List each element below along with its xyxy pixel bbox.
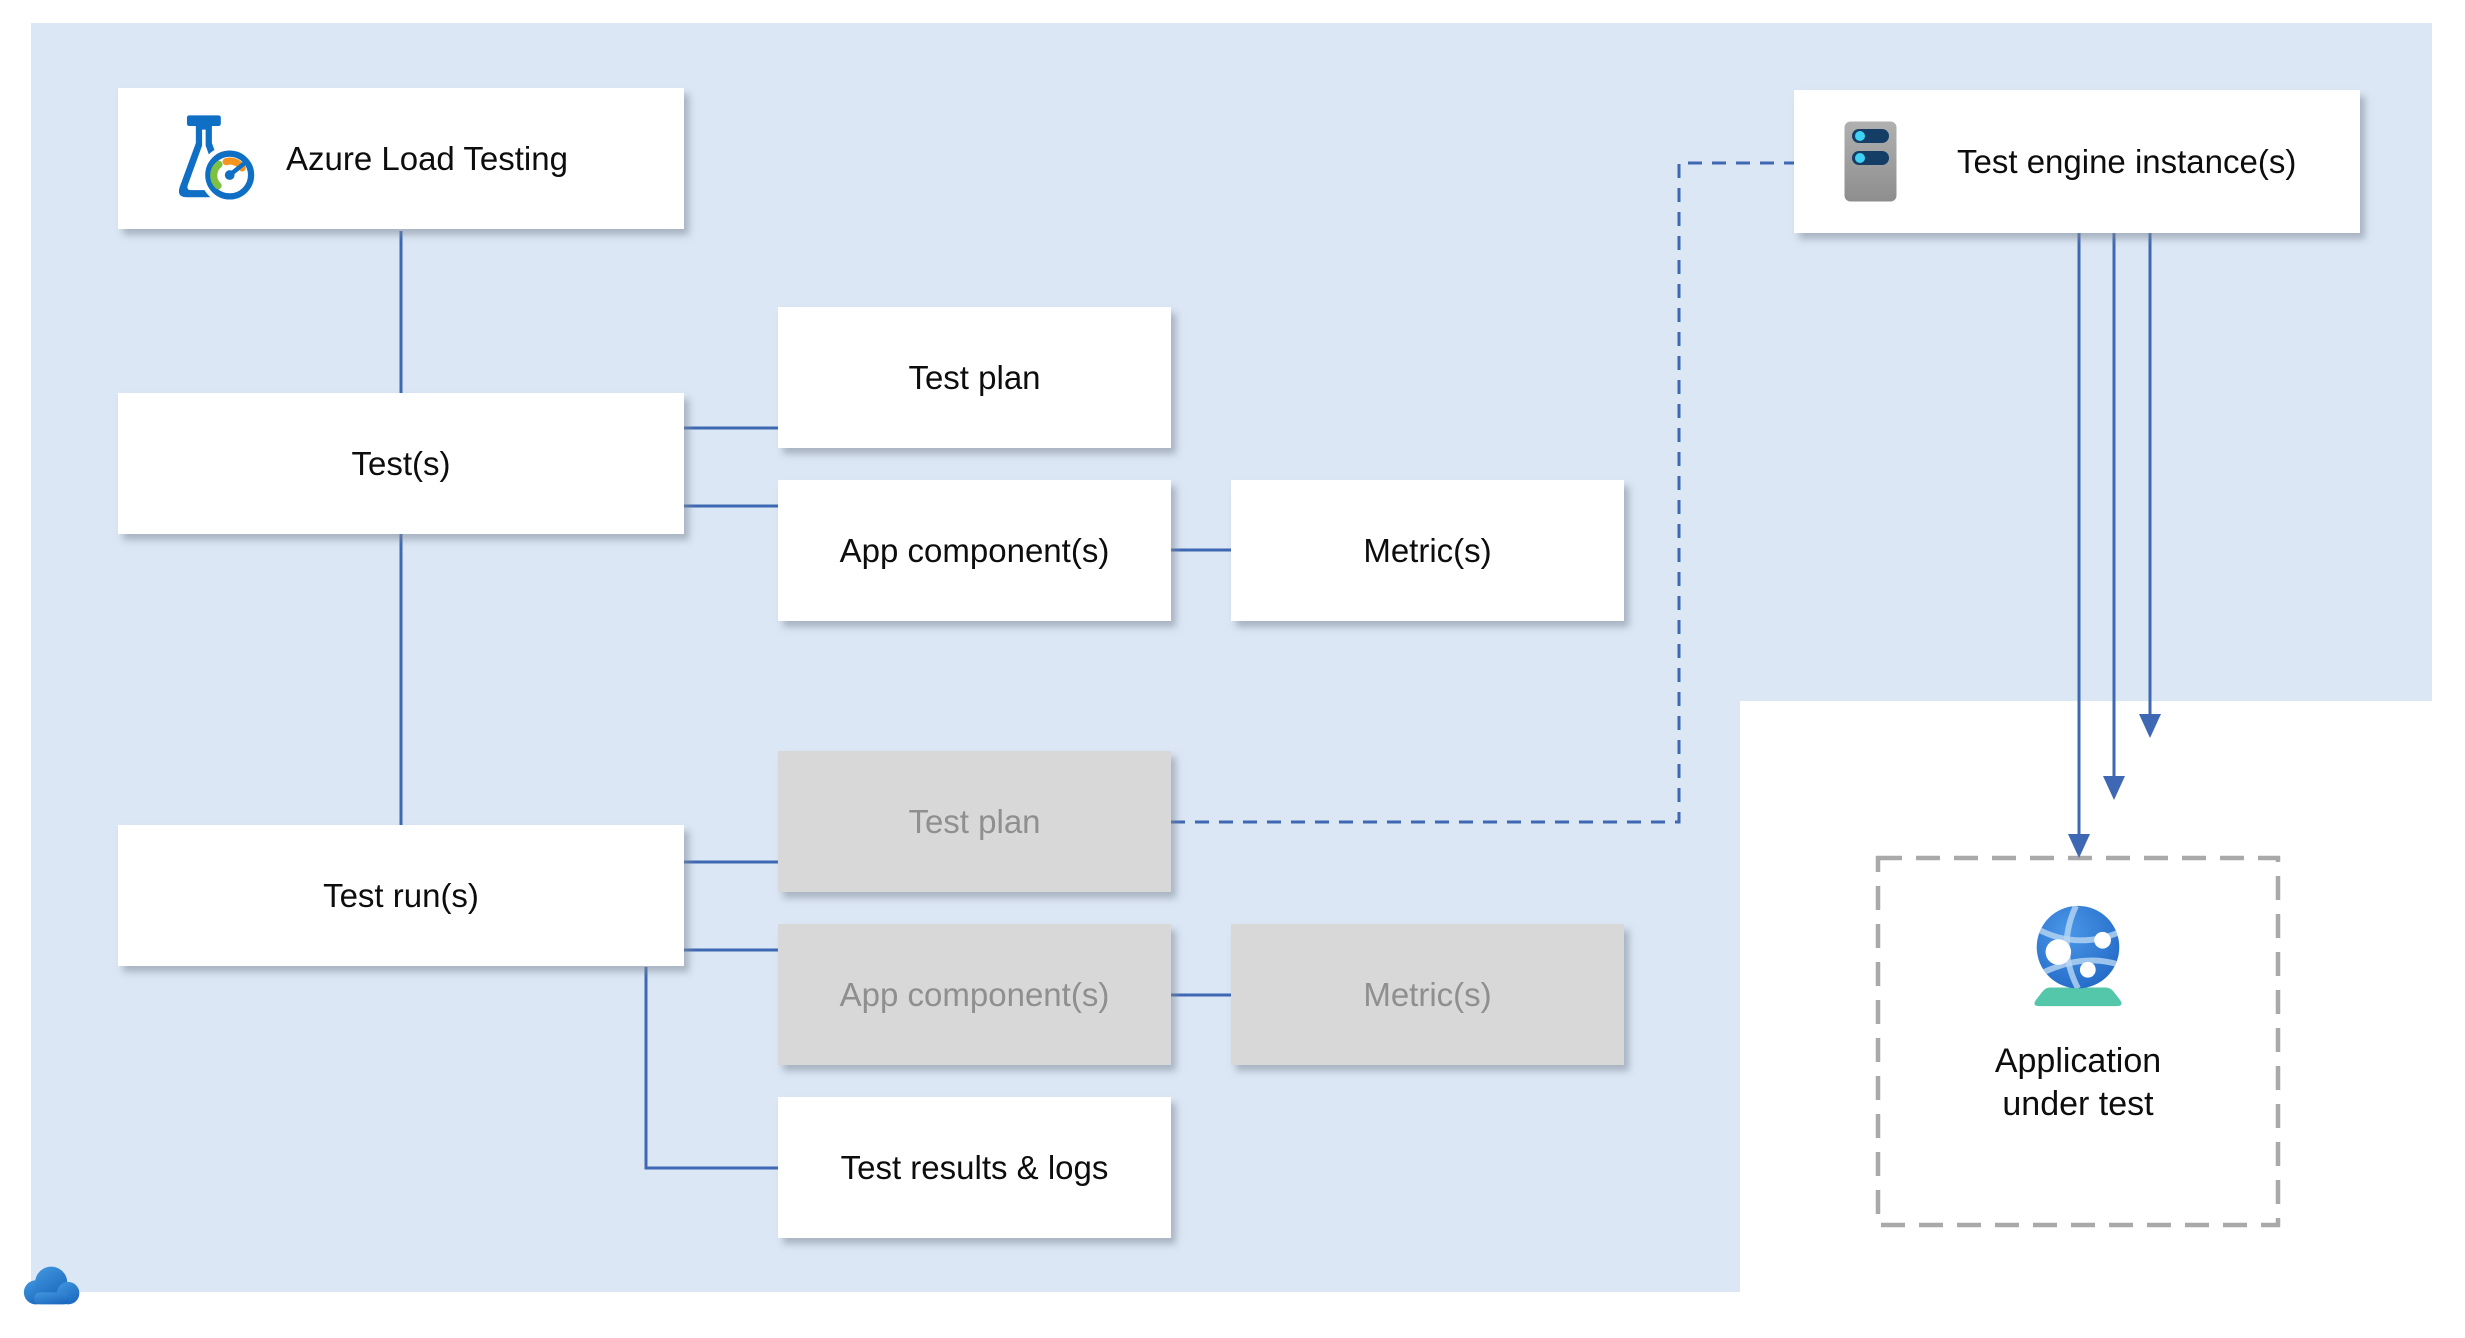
application-under-test-node: Application under test <box>1878 858 2278 1225</box>
test-engine-label: Test engine instance(s) <box>1957 142 2297 180</box>
test-runs-label: Test run(s) <box>323 876 479 914</box>
test-plan-node: Test plan <box>778 307 1171 448</box>
run-test-plan-label: Test plan <box>908 802 1041 840</box>
run-metrics-node: Metric(s) <box>1231 924 1624 1065</box>
metrics-label: Metric(s) <box>1363 531 1492 569</box>
run-app-components-label: App component(s) <box>839 975 1110 1013</box>
metrics-node: Metric(s) <box>1231 480 1624 621</box>
app-service-globe-icon <box>2034 905 2122 1007</box>
test-results-label: Test results & logs <box>840 1148 1109 1186</box>
test-plan-label: Test plan <box>908 358 1041 396</box>
run-app-components-node: App component(s) <box>778 924 1171 1065</box>
run-test-plan-node: Test plan <box>778 751 1171 892</box>
app-components-node: App component(s) <box>778 480 1171 621</box>
tests-node: Test(s) <box>118 393 684 534</box>
test-engine-node: Test engine instance(s) <box>1794 90 2360 233</box>
server-icon <box>1844 121 1897 202</box>
load-testing-icon <box>178 114 260 204</box>
azure-load-testing-node: Azure Load Testing <box>118 88 684 229</box>
tests-label: Test(s) <box>351 444 451 482</box>
app-components-label: App component(s) <box>839 531 1110 569</box>
azure-load-testing-label: Azure Load Testing <box>286 139 568 177</box>
test-results-node: Test results & logs <box>778 1097 1171 1238</box>
test-runs-node: Test run(s) <box>118 825 684 966</box>
run-metrics-label: Metric(s) <box>1363 975 1492 1013</box>
application-under-test-label: Application under test <box>1994 1042 2162 1124</box>
